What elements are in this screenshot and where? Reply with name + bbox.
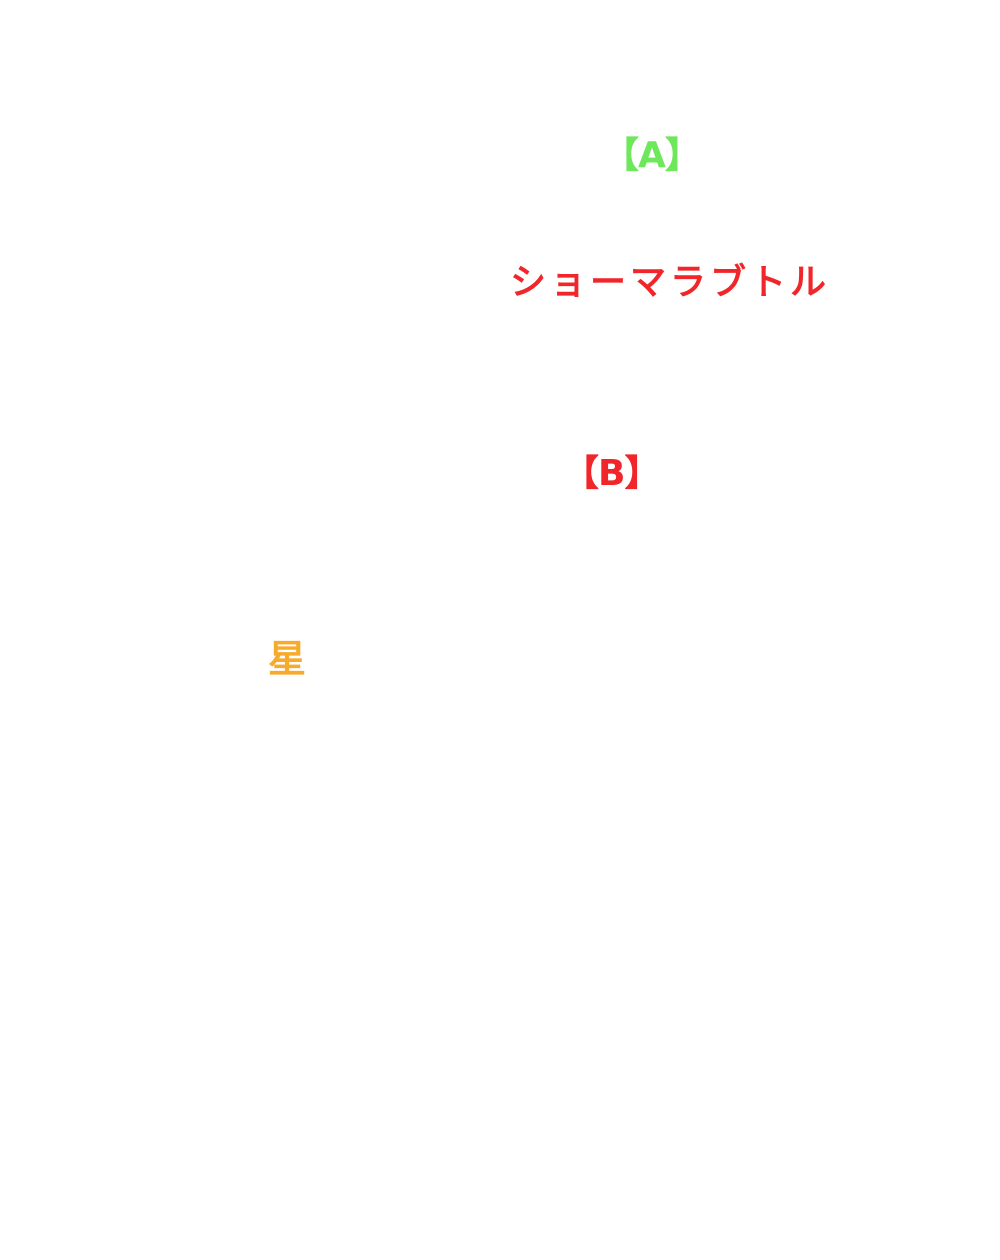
section-b-label: 【B】 bbox=[563, 453, 660, 494]
star-kanji: 星 bbox=[268, 637, 307, 681]
section-a-label: 【A】 bbox=[603, 135, 701, 176]
katakana-title: ショーマラブトル bbox=[510, 262, 831, 303]
